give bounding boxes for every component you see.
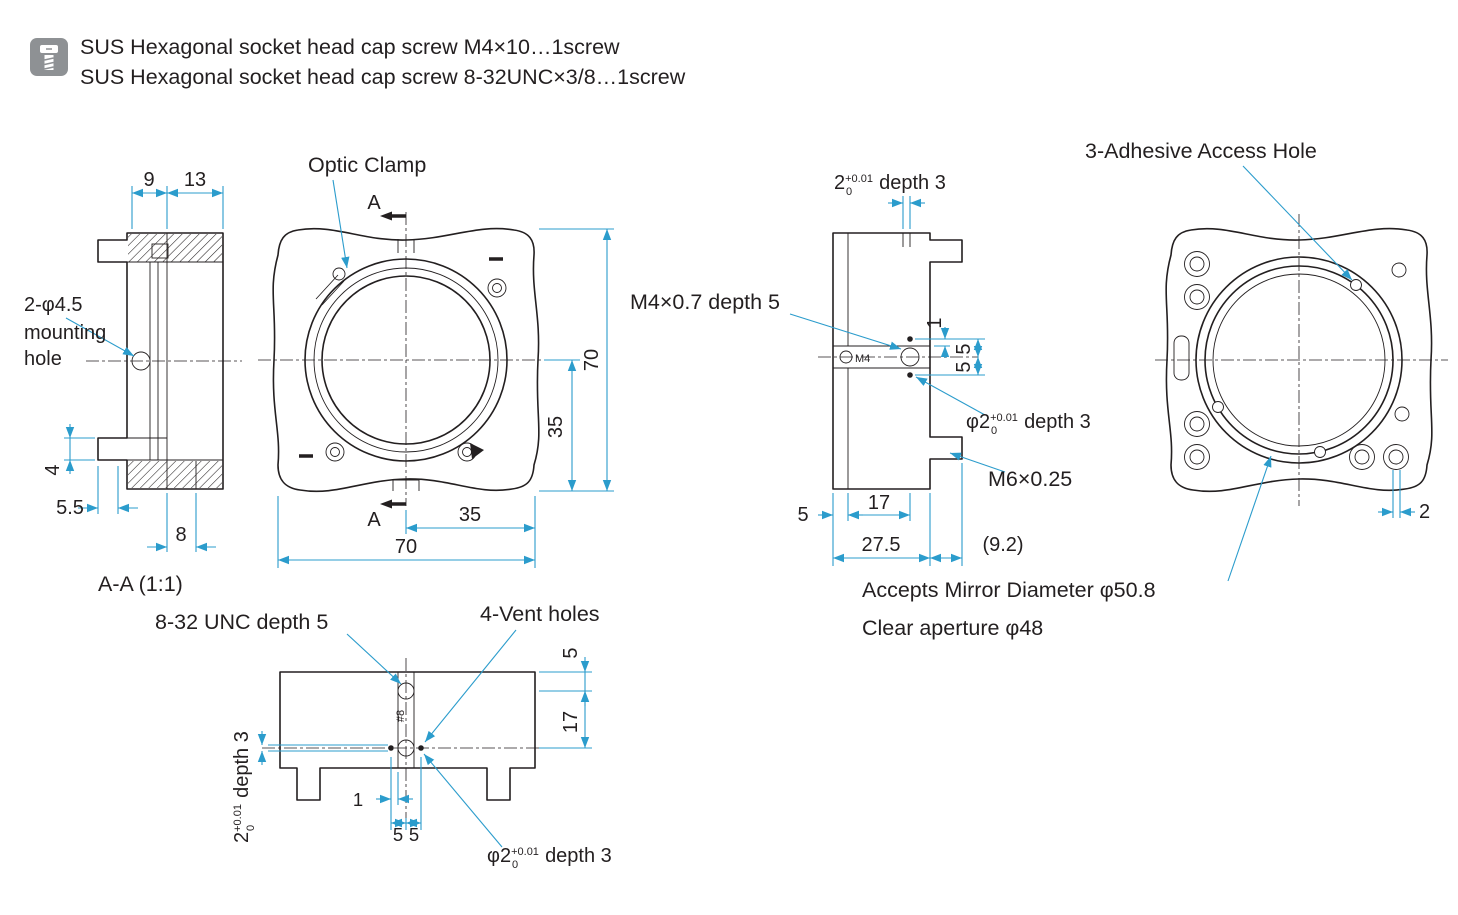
dim-17-right: 17 — [560, 711, 582, 733]
section-letter-bottom: A — [367, 509, 381, 531]
back-view: 3-Adhesive Access Hole 2 Accepts Mirror … — [862, 139, 1448, 640]
dim-35-vertical: 35 — [545, 416, 567, 438]
dim-35-horizontal: 35 — [459, 504, 481, 526]
dim-9-2-label: (9.2) — [982, 534, 1023, 556]
mirror-leader — [1227, 455, 1272, 582]
bottom-view: 8-32 UNC depth 5 4-Vent holes #8 5 17 2+… — [155, 602, 612, 871]
thread-size-mark: #8 — [395, 710, 407, 722]
optic-clamp-label: Optic Clamp — [308, 153, 426, 177]
dim-5-right-bottom: 5 — [409, 824, 419, 845]
m4-note: M4×0.7 depth 5 — [630, 290, 780, 314]
side-dimensions — [789, 196, 1006, 566]
optic-clamp-spring — [315, 267, 346, 306]
back-dimensions — [1227, 165, 1415, 582]
dim-17-label: 17 — [868, 492, 890, 514]
screw-note-2: SUS Hexagonal socket head cap screw 8-32… — [80, 65, 686, 89]
section-dimensions — [64, 186, 224, 552]
dim-5-upper: 5 — [953, 343, 975, 354]
back-geometry — [1155, 214, 1448, 506]
adhesive-leader — [1242, 165, 1353, 281]
dim-4-label: 4 — [42, 464, 64, 475]
header: SUS Hexagonal socket head cap screw M4×1… — [30, 35, 686, 89]
screw-icon — [30, 38, 68, 76]
unc-leader — [346, 633, 402, 685]
dim-1-bottom: 1 — [353, 789, 363, 810]
phi2-leader — [915, 376, 986, 416]
section-caption: A-A (1:1) — [98, 572, 183, 596]
dim-70-vertical: 70 — [581, 349, 603, 371]
m6-leader — [949, 452, 1006, 473]
unc-note: 8-32 UNC depth 5 — [155, 610, 328, 634]
dim-5-5-label: 5.5 — [56, 497, 84, 519]
adhesive-access-holes — [1212, 279, 1362, 458]
dim-5-bottom: 5 — [797, 504, 808, 526]
front-dimensions — [277, 179, 614, 568]
dim-5-left-bottom: 5 — [393, 824, 403, 845]
bottom-dimensions — [257, 629, 592, 848]
mounting-hole-label-2: mounting — [24, 322, 106, 344]
m4-leader — [789, 313, 902, 350]
dim-5-right: 5 — [560, 647, 582, 658]
mirror-note: Accepts Mirror Diameter φ50.8 — [862, 578, 1156, 602]
section-line-marks — [380, 211, 406, 509]
adhesive-note: 3-Adhesive Access Hole — [1085, 139, 1317, 163]
dim-1-label: 1 — [924, 317, 946, 328]
dim-2-label: 2 — [1419, 501, 1430, 523]
mounting-hole-label-1: 2-φ4.5 — [24, 294, 83, 316]
m6-note: M6×0.25 — [988, 467, 1072, 491]
dim-8-label: 8 — [175, 524, 186, 546]
side-geometry — [818, 232, 978, 490]
aperture-note: Clear aperture φ48 — [862, 616, 1043, 640]
dim-70-horizontal: 70 — [395, 536, 417, 558]
section-geometry — [86, 232, 242, 490]
depth-dim-rotated: 2+0.010depth 3 — [231, 731, 257, 843]
mounting-hole-leader — [65, 317, 135, 357]
m4-mark: M4 — [855, 353, 870, 365]
dim-5-lower: 5 — [953, 361, 975, 372]
dim-13-label: 13 — [184, 169, 206, 191]
phi2-bottom-leader — [423, 753, 503, 848]
section-view-aa: 9 13 2-φ4.5 mounting hole 4 5.5 8 A-A (1… — [24, 169, 242, 596]
bottom-geometry — [262, 658, 560, 818]
section-letter-top: A — [367, 192, 381, 214]
mounting-hole-label-3: hole — [24, 348, 62, 370]
slot-screw-marks — [299, 257, 503, 458]
corner-cap-screws — [1184, 251, 1409, 470]
front-view: Optic Clamp A A 70 35 35 70 — [258, 153, 614, 568]
vent-leader — [424, 629, 517, 743]
clamp-screw-slot — [1173, 335, 1190, 381]
clamp-lever-mark — [470, 443, 484, 459]
optic-clamp-leader — [332, 179, 350, 269]
screw-note-1: SUS Hexagonal socket head cap screw M4×1… — [80, 35, 620, 59]
vent-note: 4-Vent holes — [480, 602, 600, 626]
front-geometry — [258, 212, 552, 506]
dim-27-5-label: 27.5 — [862, 534, 901, 556]
dim-9-label: 9 — [143, 169, 154, 191]
